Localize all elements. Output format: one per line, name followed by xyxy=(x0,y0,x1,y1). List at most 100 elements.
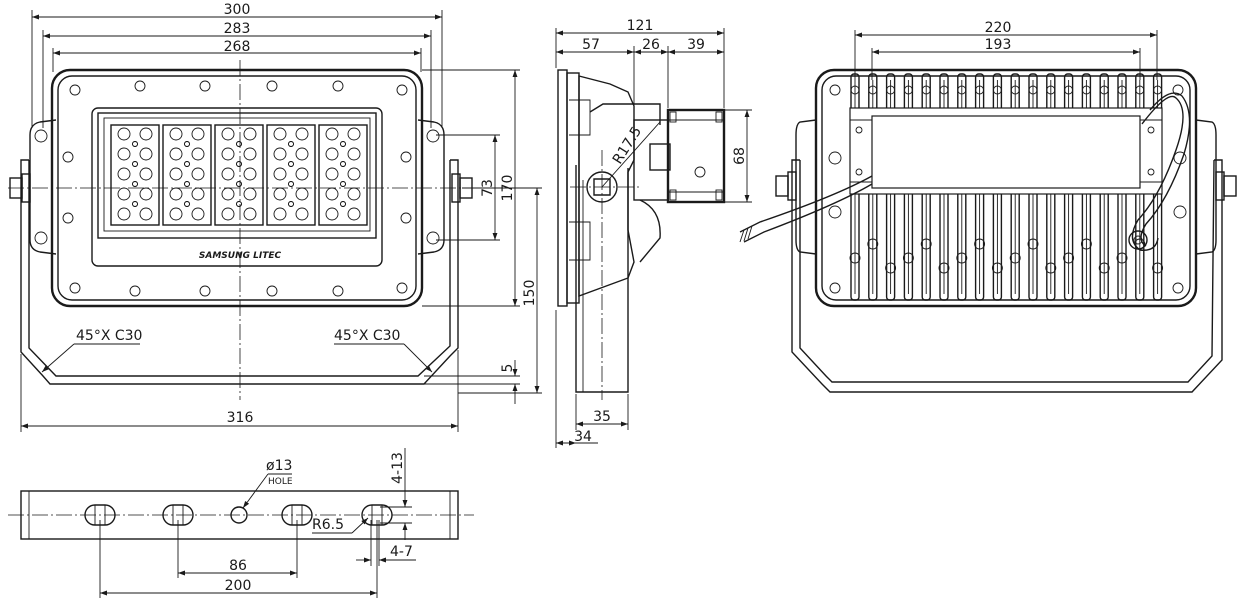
slot-size-label: 4-13 xyxy=(390,452,406,484)
hole-text-label: HOLE xyxy=(268,477,293,487)
led-modules xyxy=(110,124,368,226)
fin-boss xyxy=(1009,252,1021,264)
led-dot xyxy=(347,187,361,201)
fin-boss-top xyxy=(975,85,985,95)
led-screw xyxy=(340,181,346,187)
led-dot xyxy=(169,167,183,181)
led-dot xyxy=(139,127,153,141)
led-dot xyxy=(325,147,339,161)
front-screws xyxy=(62,80,412,297)
dim-arm-width: 35 xyxy=(593,409,611,425)
led-dot xyxy=(191,167,205,181)
fin-boss xyxy=(974,238,986,250)
led-screw xyxy=(132,201,138,207)
led-dot xyxy=(191,127,205,141)
fin-boss xyxy=(938,262,950,274)
led-dot xyxy=(191,187,205,201)
led-screw xyxy=(184,161,190,167)
slot-count-label: 4-7 xyxy=(390,544,413,560)
fin-boss-top xyxy=(903,85,913,95)
dim-box-depth: 39 xyxy=(687,37,705,53)
fin-boss xyxy=(956,252,968,264)
led-dot xyxy=(117,207,131,221)
led-dot xyxy=(243,127,257,141)
led-dot xyxy=(169,127,183,141)
dim-mount-width: 283 xyxy=(224,21,251,37)
led-dot xyxy=(117,127,131,141)
led-dot xyxy=(347,167,361,181)
led-dot xyxy=(139,147,153,161)
side-view: R17.5 121 57 26 39 68 35 34 xyxy=(555,18,752,448)
led-dot xyxy=(273,167,287,181)
fin-boss xyxy=(1063,252,1075,264)
fin-boss xyxy=(1152,262,1164,274)
led-dot xyxy=(273,187,287,201)
led-screw xyxy=(236,161,242,167)
led-dot xyxy=(243,167,257,181)
led-screw xyxy=(184,141,190,147)
fin-boss-top xyxy=(868,85,878,95)
led-dot xyxy=(325,127,339,141)
led-dot xyxy=(221,207,235,221)
led-screw xyxy=(132,141,138,147)
led-screw xyxy=(288,161,294,167)
dim-arm-offset: 34 xyxy=(574,429,592,445)
led-dot xyxy=(191,147,205,161)
led-dot xyxy=(139,207,153,221)
led-screw xyxy=(340,161,346,167)
led-dot xyxy=(295,167,309,181)
led-screw xyxy=(132,161,138,167)
fin-boss xyxy=(1098,262,1110,274)
led-dot xyxy=(273,127,287,141)
led-dot xyxy=(117,167,131,181)
led-dot xyxy=(221,167,235,181)
led-dot xyxy=(221,127,235,141)
led-dot xyxy=(295,207,309,221)
dim-box-height: 68 xyxy=(732,147,748,165)
led-dot xyxy=(169,207,183,221)
fin-boss-top xyxy=(921,85,931,95)
fin-boss-top xyxy=(957,85,967,95)
led-screw xyxy=(288,141,294,147)
fin-boss-top xyxy=(1081,85,1091,95)
fin-boss-top xyxy=(1099,85,1109,95)
fin-boss xyxy=(1080,238,1092,250)
fin-boss-top xyxy=(1153,85,1163,95)
led-dot xyxy=(347,207,361,221)
dim-driver-width: 193 xyxy=(985,37,1012,53)
fin-boss xyxy=(902,252,914,264)
slot-radius-label: R6.5 xyxy=(312,517,344,533)
led-dot xyxy=(295,147,309,161)
led-dot xyxy=(295,187,309,201)
chamfer-left-label: 45°X C30 xyxy=(76,328,142,344)
fin-boss xyxy=(1027,238,1039,250)
dim-body-width: 268 xyxy=(224,39,251,55)
fin-boss xyxy=(920,238,932,250)
dim-span: 200 xyxy=(225,578,252,594)
fin-boss-top xyxy=(1064,85,1074,95)
dim-bracket-thickness: 5 xyxy=(500,364,516,373)
fin-boss-top xyxy=(886,85,896,95)
dim-bracket-width: 316 xyxy=(227,410,254,426)
led-screw xyxy=(236,141,242,147)
dim-radius: R17.5 xyxy=(610,124,645,167)
fin-boss xyxy=(867,238,879,250)
fin-boss-top xyxy=(1117,85,1127,95)
dim-bracket-drop: 150 xyxy=(522,280,538,307)
led-dot xyxy=(221,147,235,161)
led-dot xyxy=(325,207,339,221)
led-screw xyxy=(340,141,346,147)
led-dot xyxy=(169,187,183,201)
dim-overall-width: 300 xyxy=(224,2,251,18)
dim-neck-depth: 26 xyxy=(642,37,660,53)
led-dot xyxy=(169,147,183,161)
dim-fin-span: 220 xyxy=(985,20,1012,36)
led-screw xyxy=(236,181,242,187)
bracket-strip: ø13 HOLE 4-13 R6.5 4-7 86 200 xyxy=(8,448,474,598)
led-dot xyxy=(273,207,287,221)
fin-boss xyxy=(885,262,897,274)
hole-diameter-label: ø13 xyxy=(266,458,292,474)
fin-boss-top xyxy=(850,85,860,95)
led-screw xyxy=(132,181,138,187)
